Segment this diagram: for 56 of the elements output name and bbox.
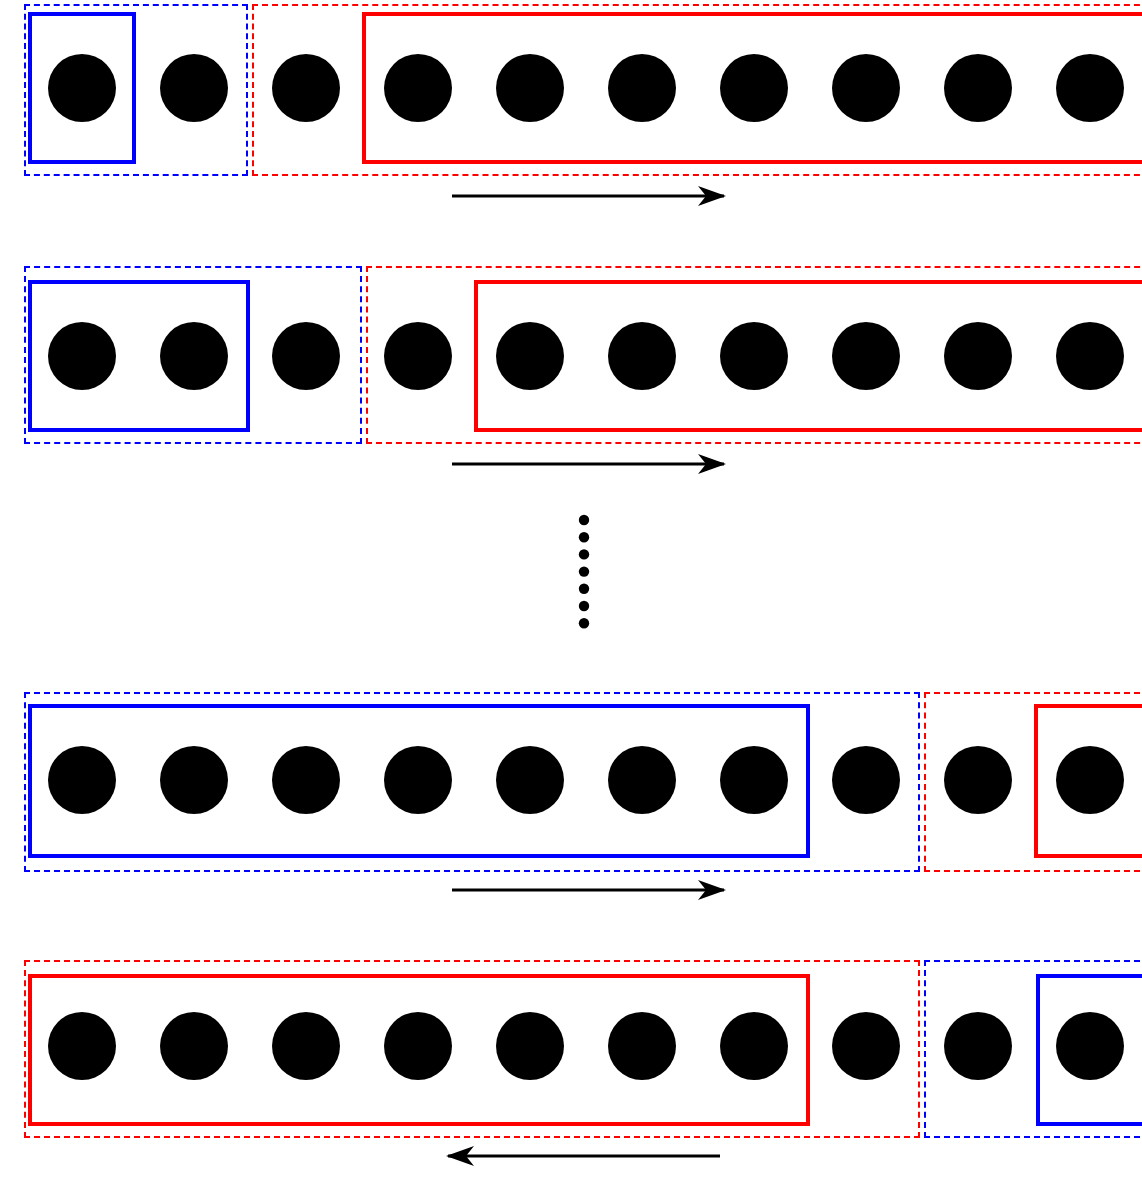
dashed-group-frame xyxy=(24,4,248,176)
dot xyxy=(495,1011,563,1079)
dot xyxy=(383,321,451,389)
dot xyxy=(1055,1011,1123,1079)
dot xyxy=(1055,321,1123,389)
dot xyxy=(607,321,675,389)
dot xyxy=(495,745,563,813)
dot xyxy=(47,53,115,121)
dot xyxy=(159,53,227,121)
dot xyxy=(943,745,1011,813)
dot xyxy=(495,321,563,389)
dot xyxy=(943,321,1011,389)
dashed-group-frame xyxy=(24,266,362,444)
group-frame xyxy=(1033,703,1142,857)
dot xyxy=(495,53,563,121)
group-frame xyxy=(473,279,1142,431)
group-frame xyxy=(27,11,135,163)
dashed-group-frame xyxy=(24,960,920,1138)
dot xyxy=(831,321,899,389)
dot xyxy=(1055,745,1123,813)
dashed-group-frame xyxy=(924,692,1142,872)
dot xyxy=(943,53,1011,121)
dot xyxy=(719,321,787,389)
group-frame xyxy=(1035,973,1142,1125)
dot xyxy=(47,1011,115,1079)
dashed-group-frame xyxy=(924,960,1142,1138)
dot xyxy=(271,745,339,813)
dashed-group-frame xyxy=(252,4,1142,176)
dot xyxy=(607,1011,675,1079)
dot xyxy=(159,1011,227,1079)
dot xyxy=(719,1011,787,1079)
dot xyxy=(607,745,675,813)
dot xyxy=(159,745,227,813)
dot xyxy=(47,745,115,813)
dot xyxy=(383,1011,451,1079)
dot xyxy=(943,1011,1011,1079)
group-frame xyxy=(27,279,249,431)
dot xyxy=(159,321,227,389)
dot xyxy=(831,745,899,813)
group-frame xyxy=(27,703,809,857)
dot xyxy=(831,1011,899,1079)
dot xyxy=(47,321,115,389)
group-frame xyxy=(27,973,809,1125)
dot xyxy=(271,1011,339,1079)
dot xyxy=(271,321,339,389)
dot xyxy=(719,745,787,813)
dot xyxy=(607,53,675,121)
dot xyxy=(383,53,451,121)
dashed-group-frame xyxy=(366,266,1142,444)
dot xyxy=(271,53,339,121)
dashed-group-frame xyxy=(24,692,920,872)
group-frame xyxy=(361,11,1142,163)
dot xyxy=(831,53,899,121)
dot xyxy=(1055,53,1123,121)
dot xyxy=(719,53,787,121)
dot xyxy=(383,745,451,813)
